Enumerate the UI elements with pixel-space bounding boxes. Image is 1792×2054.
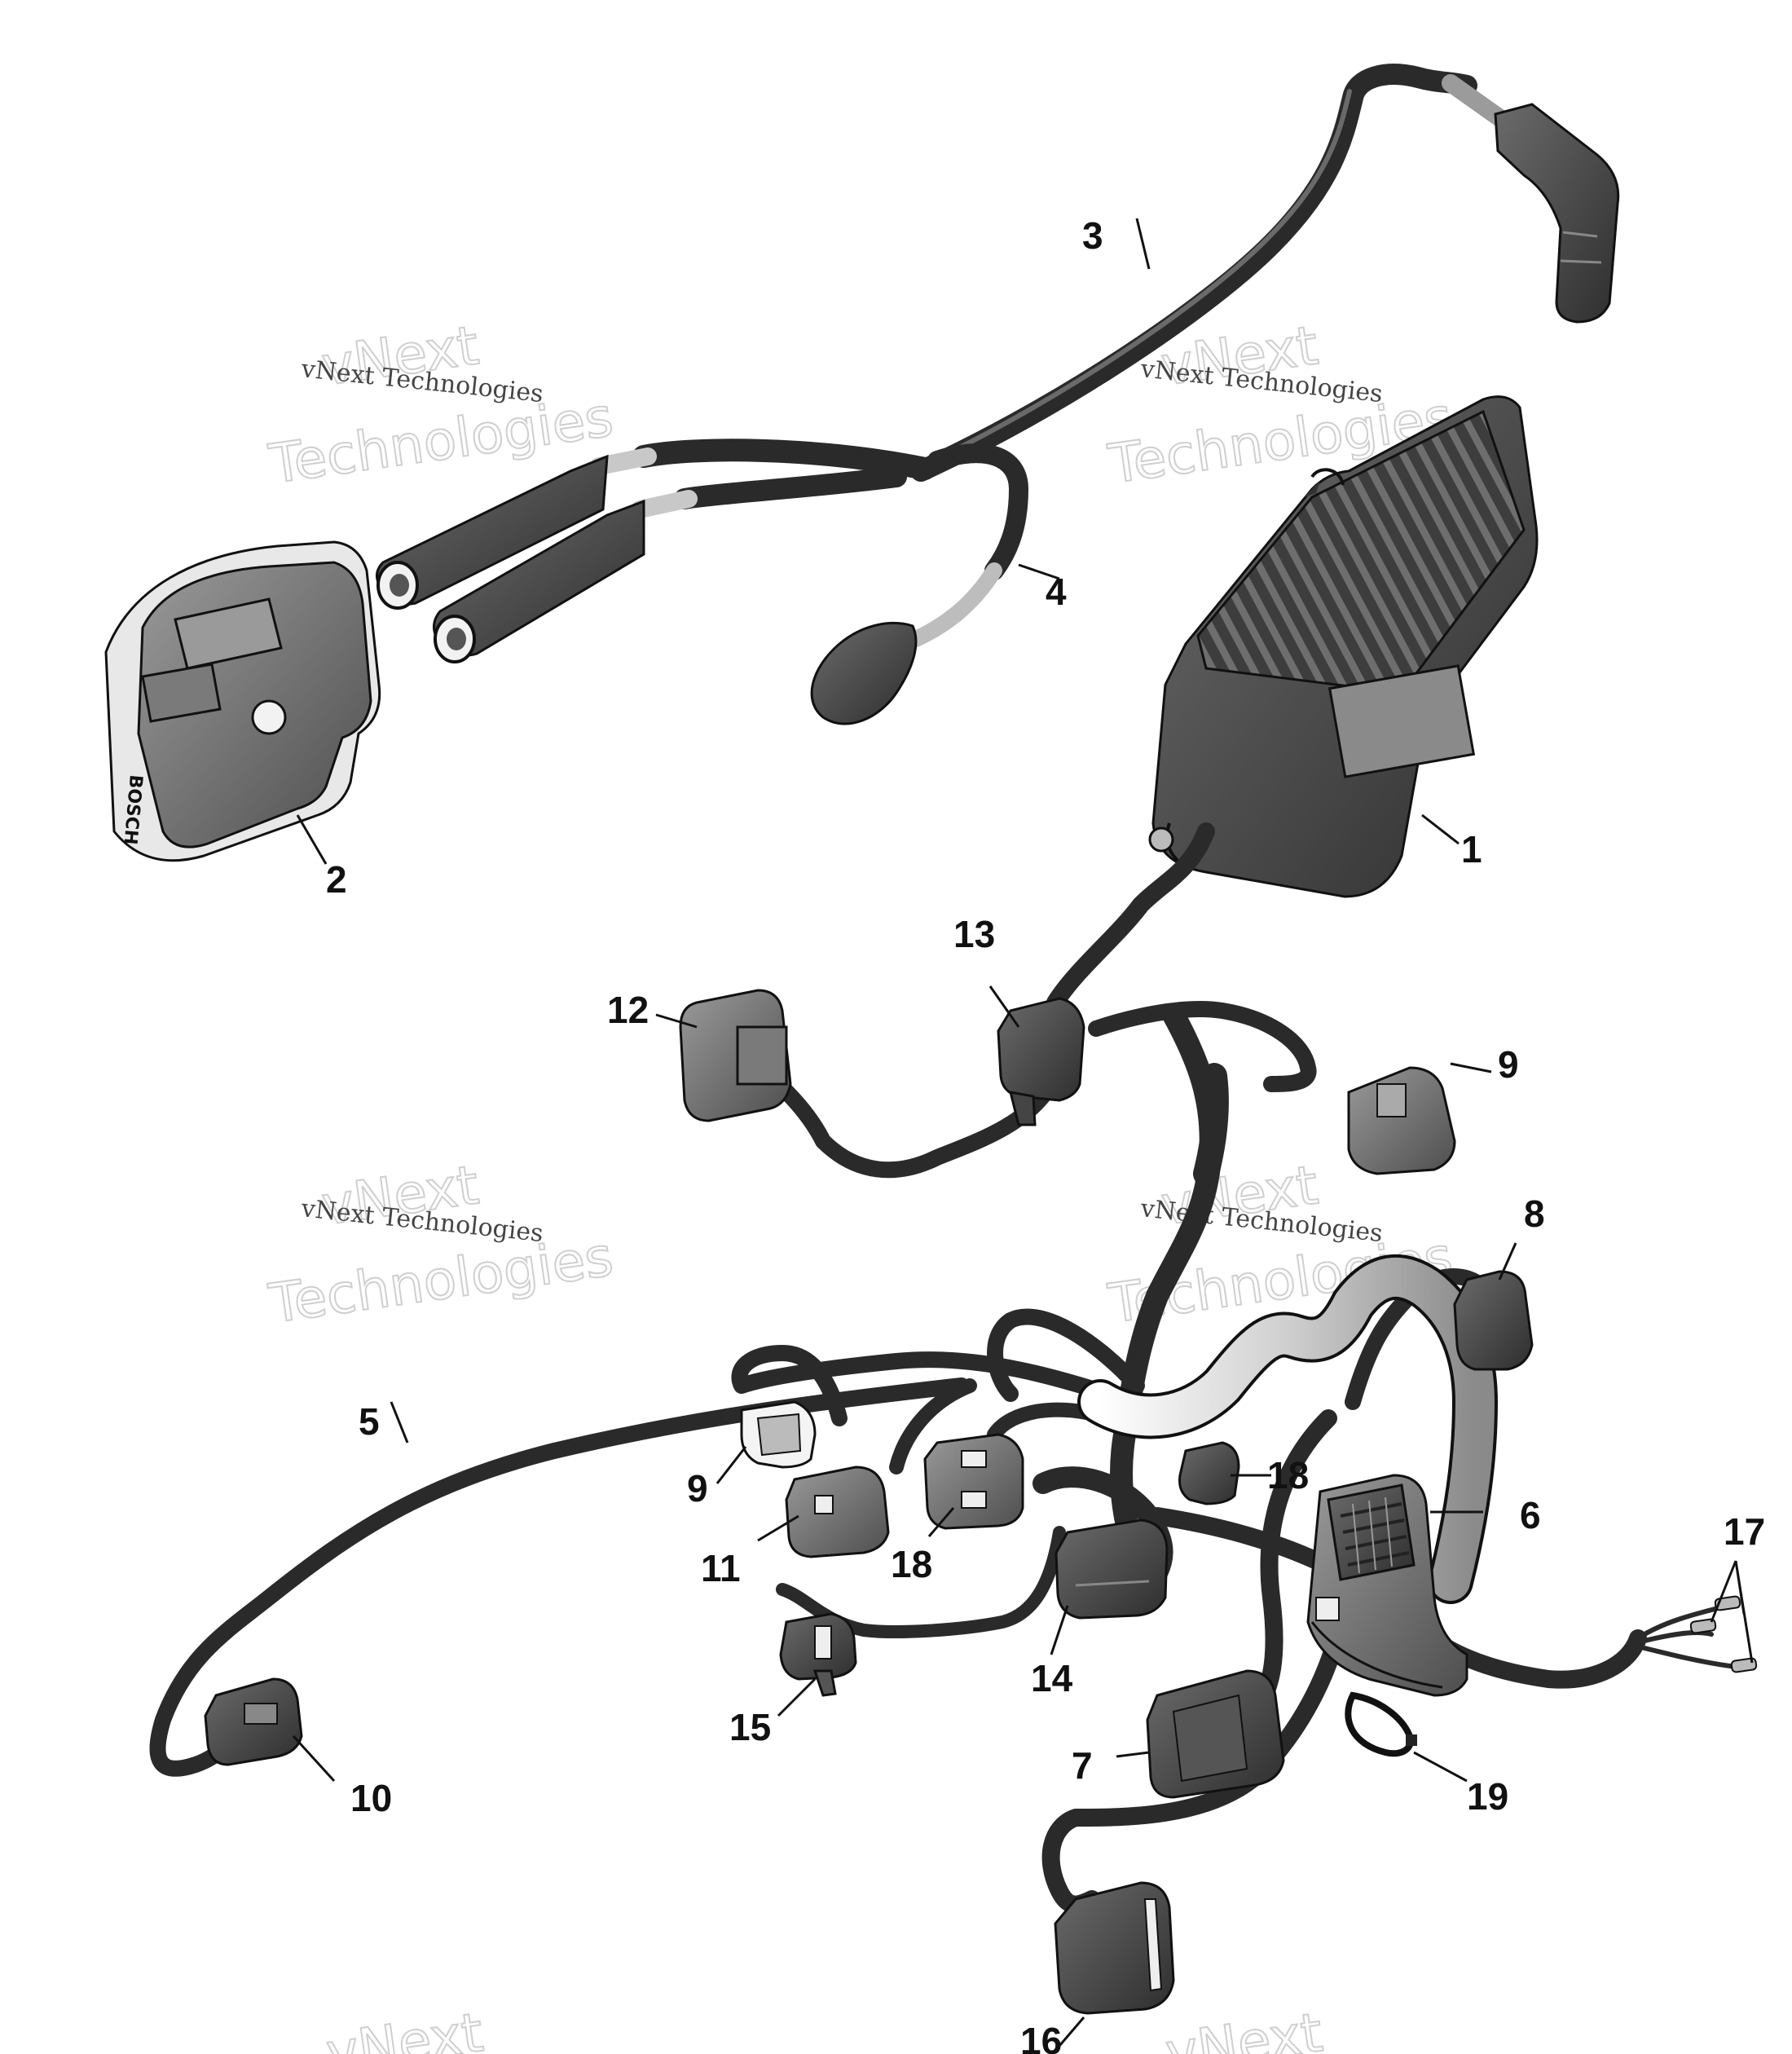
callout-11: 11 [701, 1547, 741, 1589]
callout-8: 8 [1524, 1192, 1545, 1235]
part-3-spark-plug-cable [910, 64, 1620, 482]
watermark-bottom-right: vNext [1161, 2000, 1327, 2054]
callout-4: 4 [1046, 571, 1067, 613]
part-18-connector-left [923, 1433, 1024, 1530]
part-1-engine-control-module [1148, 395, 1539, 898]
callout-14: 14 [1031, 1657, 1073, 1699]
callout-17: 17 [1724, 1510, 1765, 1553]
svg-text:Technologies: Technologies [265, 1225, 617, 1335]
callout-12: 12 [607, 989, 649, 1031]
callout-5: 5 [359, 1400, 380, 1443]
callout-numbers: 3 4 1 2 13 12 9 8 5 9 11 18 18 6 17 14 1… [326, 214, 1765, 2054]
callout-7: 7 [1072, 1744, 1093, 1787]
leader-lines [292, 218, 1754, 2047]
part-11-connector [785, 1466, 890, 1558]
coil-lead-terminal-upper [376, 454, 609, 610]
part-9-connector-upper [1347, 1066, 1456, 1175]
callout-18-left: 18 [891, 1543, 932, 1585]
callout-16: 16 [1020, 2020, 1062, 2054]
part-9-connector-lower [740, 1400, 817, 1469]
callout-15: 15 [729, 1706, 771, 1748]
callout-10: 10 [350, 1777, 392, 1819]
part-14-connector [1055, 1518, 1169, 1620]
part-19-cable-tie [1345, 1691, 1417, 1757]
callout-1: 1 [1461, 828, 1482, 871]
part-4-coil-lead-harness [376, 439, 1028, 725]
part-16-connector [1054, 1881, 1175, 2015]
callout-6: 6 [1520, 1494, 1541, 1536]
part-6-ecm-connector [1306, 1474, 1468, 1697]
coil-lead-terminal-lower [433, 499, 645, 663]
watermark-mid-left: vNext Technologies vNext Technologies [264, 1153, 618, 1336]
svg-text:vNext: vNext [323, 2001, 487, 2054]
callout-18-right: 18 [1267, 1454, 1309, 1496]
callout-2: 2 [326, 858, 347, 901]
part-2-ignition-coil: BOSCH [104, 540, 381, 862]
callout-3: 3 [1082, 214, 1103, 257]
callout-9-upper: 9 [1498, 1043, 1519, 1086]
part-12-connector [679, 989, 792, 1122]
watermark-bottom-left: vNext [322, 2000, 488, 2054]
part-7-connector [1146, 1669, 1285, 1799]
watermark-top-left: vNext Technologies vNext Technologies [264, 313, 618, 496]
callout-19: 19 [1467, 1775, 1508, 1818]
spark-plug-boot [1494, 103, 1620, 324]
part-8-connector [1453, 1270, 1534, 1371]
part-18-connector-right [1178, 1441, 1240, 1505]
callout-13: 13 [953, 913, 995, 955]
part-10-connector [204, 1677, 303, 1766]
svg-text:vNext: vNext [1162, 2001, 1327, 2054]
callout-9-lower: 9 [687, 1467, 708, 1510]
part-13-connector [997, 997, 1085, 1126]
part-15-sensor [779, 1612, 857, 1697]
